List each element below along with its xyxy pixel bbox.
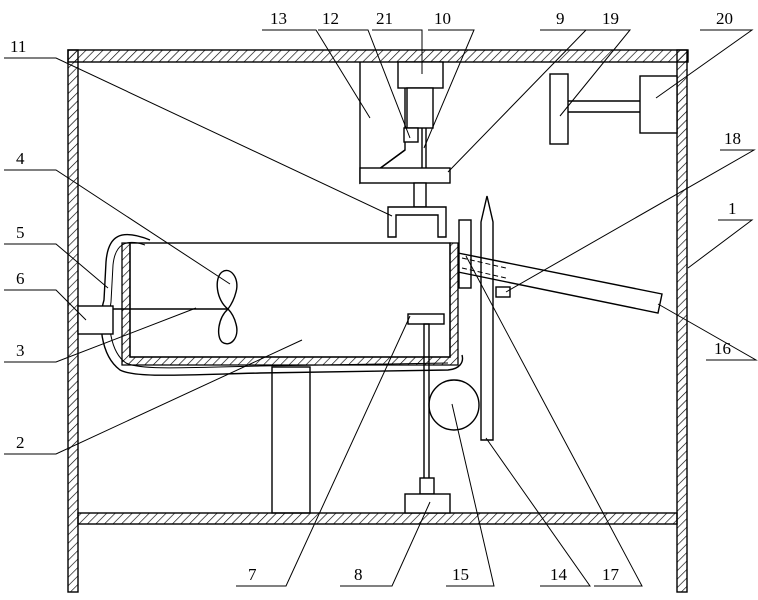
label-9: 9: [556, 9, 565, 28]
label-19: 19: [602, 9, 619, 28]
label-1: 1: [728, 199, 737, 218]
top-assembly: [360, 62, 450, 237]
label-15: 15: [452, 565, 469, 584]
blade-plate: [459, 196, 493, 440]
label-11: 11: [10, 37, 26, 56]
label-12: 12: [322, 9, 339, 28]
inclined-tube: [458, 253, 662, 313]
stirring-unit: [78, 270, 237, 343]
label-18: 18: [724, 129, 741, 148]
label-2: 2: [16, 433, 25, 452]
label-20: 20: [716, 9, 733, 28]
label-3: 3: [16, 341, 25, 360]
labels: 13 12 21 10 9 19 20 11 4 18 1 5 6 16 3 2…: [10, 9, 741, 584]
wheel: [429, 380, 479, 430]
label-8: 8: [354, 565, 363, 584]
support-column: [272, 367, 310, 513]
container: [101, 235, 462, 376]
label-4: 4: [16, 149, 25, 168]
label-7: 7: [248, 565, 257, 584]
side-device: [550, 74, 677, 144]
lift-unit: [405, 314, 450, 513]
label-21: 21: [376, 9, 393, 28]
label-6: 6: [16, 269, 25, 288]
label-10: 10: [434, 9, 451, 28]
label-17: 17: [602, 565, 620, 584]
label-13: 13: [270, 9, 287, 28]
label-5: 5: [16, 223, 25, 242]
label-14: 14: [550, 565, 568, 584]
label-16: 16: [714, 339, 731, 358]
